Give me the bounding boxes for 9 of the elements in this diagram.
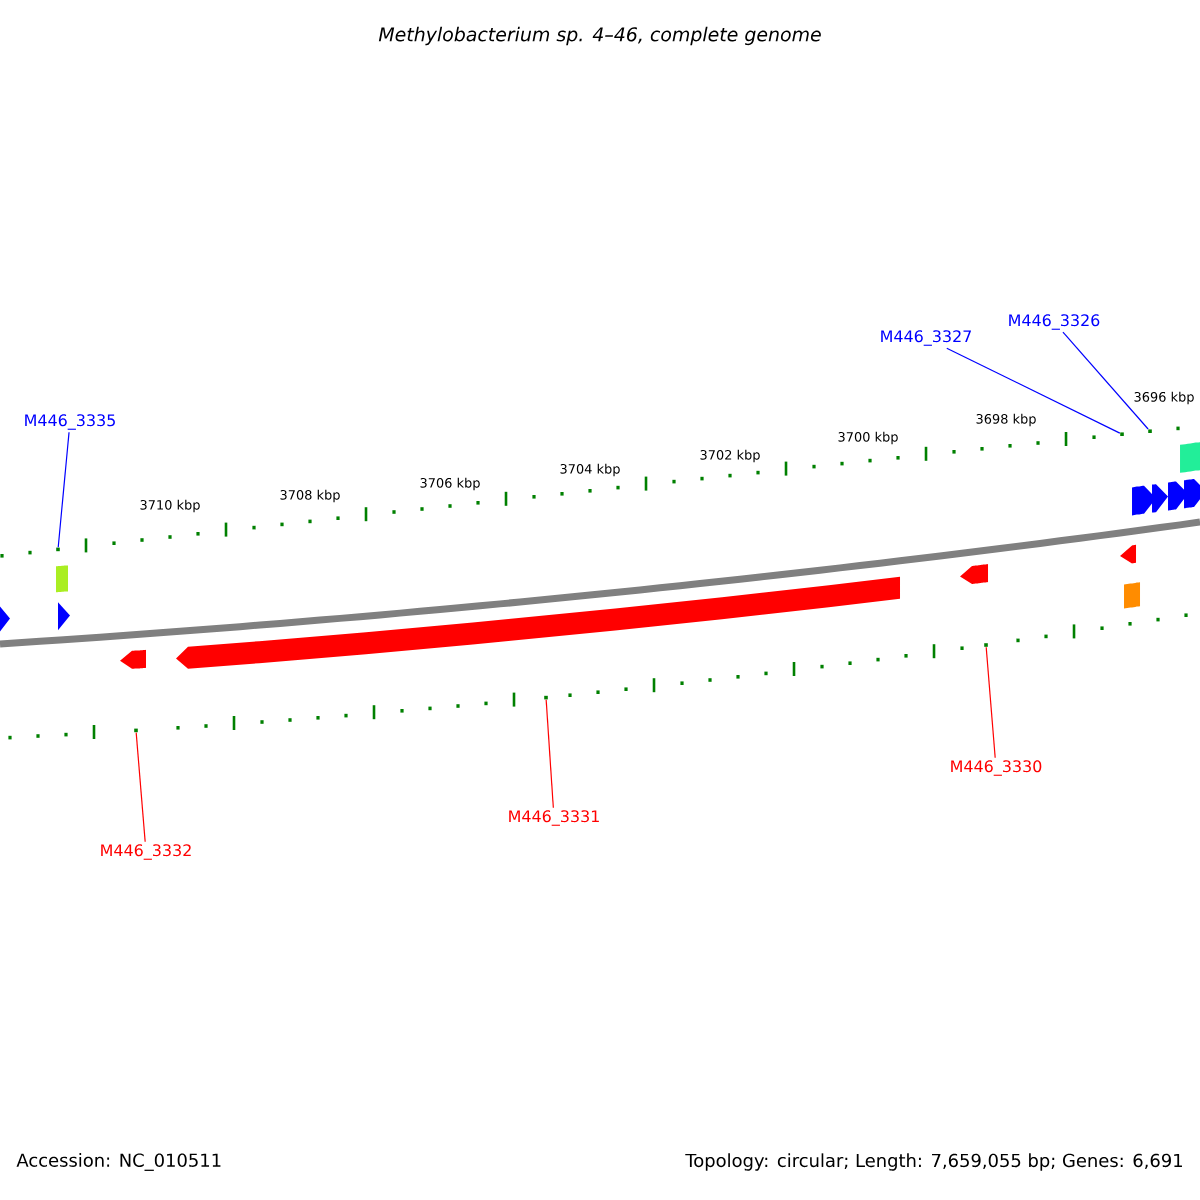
leader-line	[1062, 331, 1149, 430]
accession-text: Accession: NC_010511	[16, 1153, 221, 1171]
leader-line	[57, 431, 70, 548]
leader-line	[946, 347, 1121, 434]
genome-info-text: Topology: circular; Length: 7,659,055 bp; Genes: 6,691	[685, 1153, 1182, 1171]
title: Methylobacterium sp. 4–46, complete genome	[378, 26, 821, 46]
leader-line	[135, 732, 146, 843]
leader-line	[985, 646, 996, 759]
leader-line	[545, 699, 554, 809]
